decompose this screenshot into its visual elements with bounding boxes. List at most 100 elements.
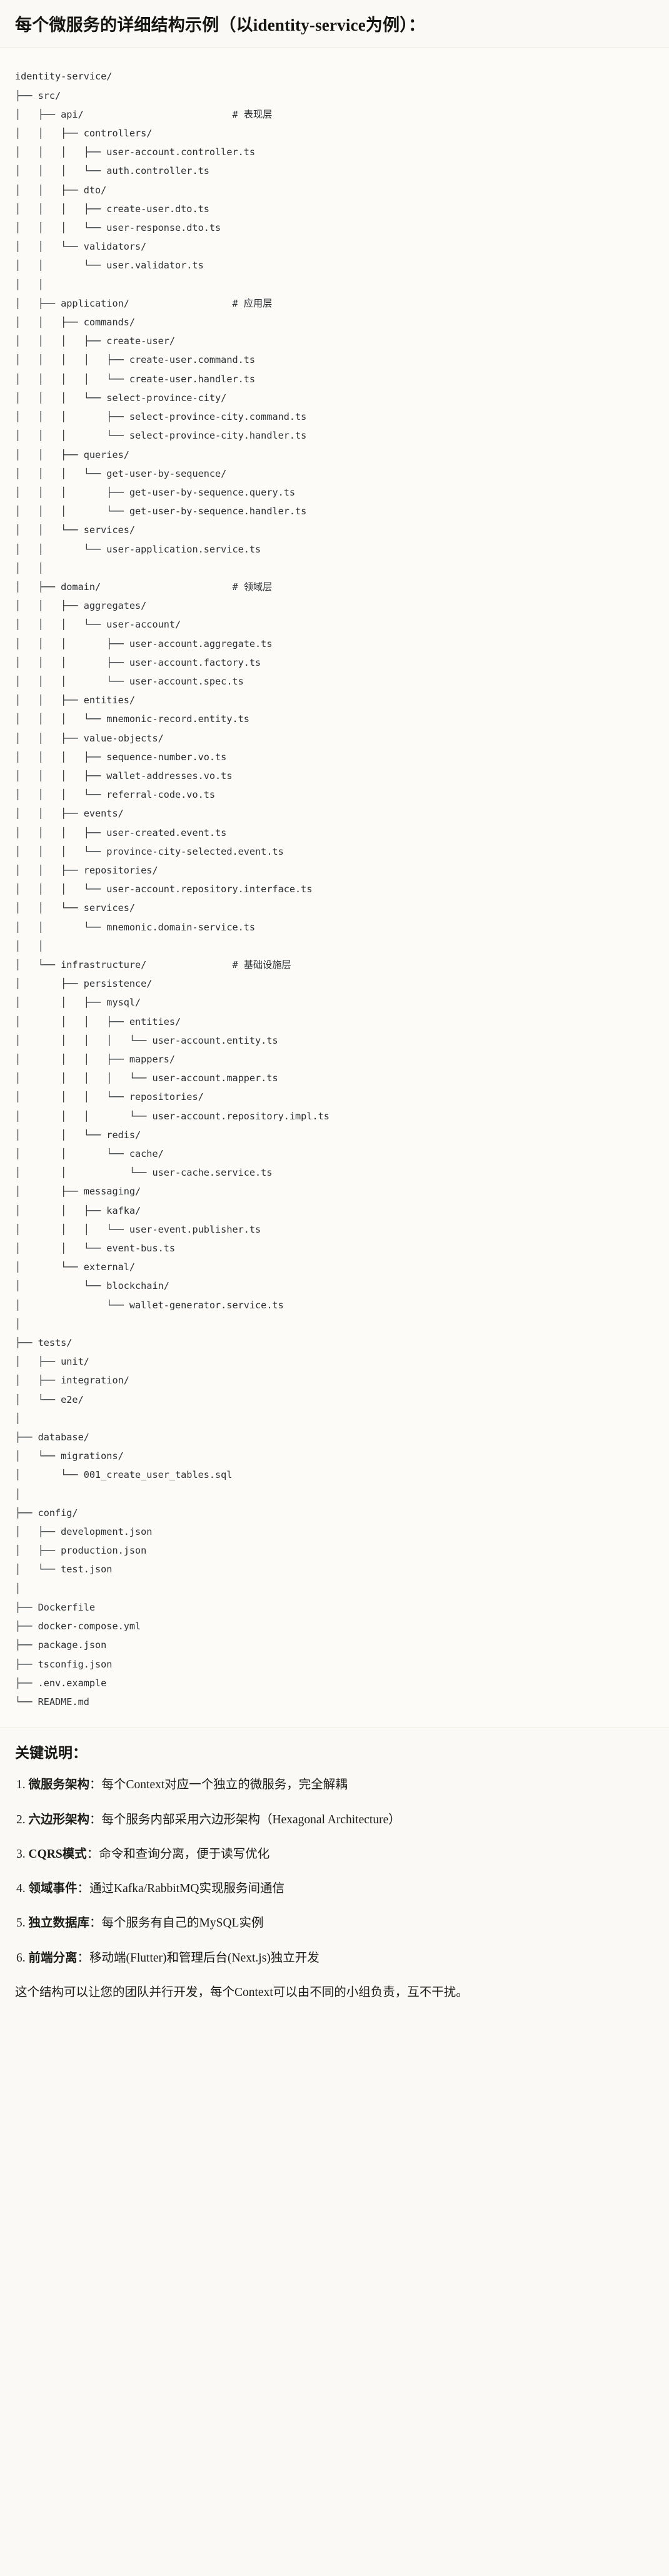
tree-line: │ │ │ └── user-account.repository.impl.t…: [15, 1110, 329, 1122]
tree-line: │ │ ├── commands/: [15, 317, 136, 328]
tree-line: │ │ │ └── user-event.publisher.ts: [15, 1223, 261, 1235]
tree-line: │ │ │ └── user-account.repository.interf…: [15, 883, 313, 895]
tree-line: │ │ └── user.validator.ts: [15, 260, 204, 272]
tree-line: │ │ ├── mysql/: [15, 997, 141, 1009]
tree-line: │ │ ├── controllers/: [15, 128, 153, 140]
tree-line: │ │ └── cache/: [15, 1148, 164, 1160]
key-note-term: 领域事件: [28, 1882, 78, 1896]
closing-paragraph: 这个结构可以让您的团队并行开发，每个Context可以由不同的小组负责，互不干扰…: [15, 1985, 468, 1999]
key-note-description: ：每个服务有自己的MySQL实例: [89, 1917, 264, 1930]
tree-line: │: [15, 1582, 21, 1594]
tree-line: │ │ │ └── province-city-selected.event.t…: [15, 845, 284, 857]
tree-line: │ │ │ └── select-province-city.handler.t…: [15, 430, 307, 442]
tree-line: ├── .env.example: [15, 1677, 107, 1689]
tree-line-comment: # 应用层: [232, 297, 273, 309]
document-page: 每个微服务的详细结构示例（以identity-service为例）： ident…: [0, 0, 669, 2021]
tree-line: │ │ │ ├── user-account.aggregate.ts: [15, 638, 273, 649]
tree-line: │ ├── production.json: [15, 1545, 147, 1557]
tree-line: │ │ └── mnemonic.domain-service.ts: [15, 921, 256, 933]
tree-line: │ │: [15, 278, 44, 290]
tree-line: │ │ ├── queries/: [15, 449, 129, 461]
tree-line: │ │ │ └── referral-code.vo.ts: [15, 789, 216, 801]
key-note-term: 六边形架构: [28, 1813, 90, 1826]
tree-line: │ │ └── event-bus.ts: [15, 1243, 176, 1255]
tree-line-comment: # 领域层: [232, 581, 273, 593]
tree-line: │ │ │ └── auth.controller.ts: [15, 165, 209, 177]
tree-line: │ ├── api/ # 表现层: [15, 108, 273, 120]
tree-line: │ │ │ └── repositories/: [15, 1091, 204, 1103]
tree-line: │ │ │ ├── create-user/: [15, 335, 176, 347]
tree-line: │ │ └── services/: [15, 902, 136, 914]
title-section: 每个微服务的详细结构示例（以identity-service为例）：: [0, 0, 669, 49]
tree-line: │ │ ├── kafka/: [15, 1204, 141, 1216]
tree-line: │ ├── domain/ # 领域层: [15, 581, 273, 593]
key-note-description: ：每个服务内部采用六边形架构（Hexagonal Architecture）: [89, 1813, 401, 1826]
tree-line: │ ├── messaging/: [15, 1186, 141, 1198]
tree-line: │ │ │ ├── user-account.controller.ts: [15, 146, 256, 158]
tree-line: │ │ │ └── select-province-city/: [15, 392, 227, 404]
tree-line: │ │ └── redis/: [15, 1129, 141, 1141]
tree-line: │ ├── persistence/: [15, 978, 153, 990]
tree-line: │ └── external/: [15, 1261, 136, 1273]
tree-line: ├── Dockerfile: [15, 1601, 96, 1613]
tree-line: │ │ └── services/: [15, 524, 136, 536]
key-note-description: ：每个Context对应一个独立的微服务，完全解耦: [89, 1778, 348, 1792]
tree-line: ├── tests/: [15, 1337, 73, 1349]
tree-line: │ │ └── user-application.service.ts: [15, 543, 261, 555]
tree-line: │ │ │ └── user-response.dto.ts: [15, 222, 221, 234]
tree-line: │ ├── development.json: [15, 1526, 153, 1538]
tree-line: │ │ └── validators/: [15, 241, 147, 253]
tree-line: │ │ │ └── user-account.spec.ts: [15, 675, 244, 687]
tree-line: │ ├── unit/: [15, 1356, 89, 1368]
tree-line: │ │ │ ├── entities/: [15, 1016, 181, 1027]
page-title: 每个微服务的详细结构示例（以identity-service为例）：: [15, 16, 426, 34]
tree-line: │ │ │ ├── user-account.factory.ts: [15, 656, 261, 668]
tree-line: ├── tsconfig.json: [15, 1658, 113, 1670]
tree-line: │ │ ├── repositories/: [15, 864, 158, 876]
tree-line: │ └── test.json: [15, 1564, 113, 1576]
tree-line: └── README.md: [15, 1696, 89, 1708]
tree-line: │ └── wallet-generator.service.ts: [15, 1299, 284, 1311]
key-note-item: 微服务架构：每个Context对应一个独立的微服务，完全解耦: [16, 1776, 654, 1794]
key-notes-list: 微服务架构：每个Context对应一个独立的微服务，完全解耦六边形架构：每个服务…: [15, 1776, 654, 1967]
key-note-item: 六边形架构：每个服务内部采用六边形架构（Hexagonal Architectu…: [16, 1811, 654, 1829]
tree-line: │ │ │ ├── get-user-by-sequence.query.ts: [15, 486, 296, 498]
tree-line: │ │ │ ├── sequence-number.vo.ts: [15, 751, 227, 763]
tree-line: │ ├── integration/: [15, 1375, 129, 1387]
tree-line: │: [15, 1318, 21, 1330]
key-note-description: ：移动端(Flutter)和管理后台(Next.js)独立开发: [77, 1951, 319, 1965]
tree-line: │ └── blockchain/: [15, 1280, 169, 1292]
tree-line: │ └── migrations/: [15, 1450, 124, 1462]
tree-line: │ │: [15, 940, 44, 952]
tree-line: │ │: [15, 562, 44, 574]
key-note-description: ：通过Kafka/RabbitMQ实现服务间通信: [77, 1882, 284, 1896]
tree-line: │: [15, 1412, 21, 1424]
key-note-description: ：命令和查询分离，便于读写优化: [86, 1847, 270, 1861]
tree-line: ├── package.json: [15, 1639, 107, 1651]
tree-line: │ │ │ └── user-account/: [15, 619, 181, 631]
key-note-item: 独立数据库：每个服务有自己的MySQL实例: [16, 1914, 654, 1932]
key-notes-heading: 关键说明：: [15, 1745, 87, 1761]
tree-line: │ │ ├── events/: [15, 808, 124, 820]
tree-line: │ │ ├── dto/: [15, 184, 107, 196]
key-notes-section: 关键说明： 微服务架构：每个Context对应一个独立的微服务，完全解耦六边形架…: [0, 1728, 669, 2022]
tree-line: │: [15, 1488, 21, 1500]
tree-line: ├── docker-compose.yml: [15, 1621, 141, 1632]
tree-line: │ │ ├── aggregates/: [15, 600, 147, 612]
tree-line: │ │ │ ├── mappers/: [15, 1054, 176, 1065]
tree-line: identity-service/: [15, 71, 113, 83]
tree-line: │ ├── application/ # 应用层: [15, 297, 273, 309]
key-note-item: 前端分离：移动端(Flutter)和管理后台(Next.js)独立开发: [16, 1949, 654, 1967]
tree-line: │ │ │ ├── user-created.event.ts: [15, 827, 227, 838]
tree-line: │ │ │ ├── wallet-addresses.vo.ts: [15, 770, 233, 781]
tree-line: │ │ └── user-cache.service.ts: [15, 1167, 273, 1179]
key-note-item: CQRS模式：命令和查询分离，便于读写优化: [16, 1845, 654, 1863]
key-note-term: CQRS模式: [28, 1847, 87, 1861]
directory-tree-block: identity-service/ ├── src/ │ ├── api/ # …: [0, 48, 669, 1729]
tree-line: │ │ ├── entities/: [15, 695, 136, 706]
tree-line: │ │ │ ├── select-province-city.command.t…: [15, 411, 307, 423]
tree-line: │ └── infrastructure/ # 基础设施层: [15, 959, 291, 970]
key-note-item: 领域事件：通过Kafka/RabbitMQ实现服务间通信: [16, 1880, 654, 1898]
tree-line: │ │ │ ├── create-user.dto.ts: [15, 203, 209, 215]
tree-line: │ │ │ │ └── user-account.entity.ts: [15, 1034, 278, 1046]
